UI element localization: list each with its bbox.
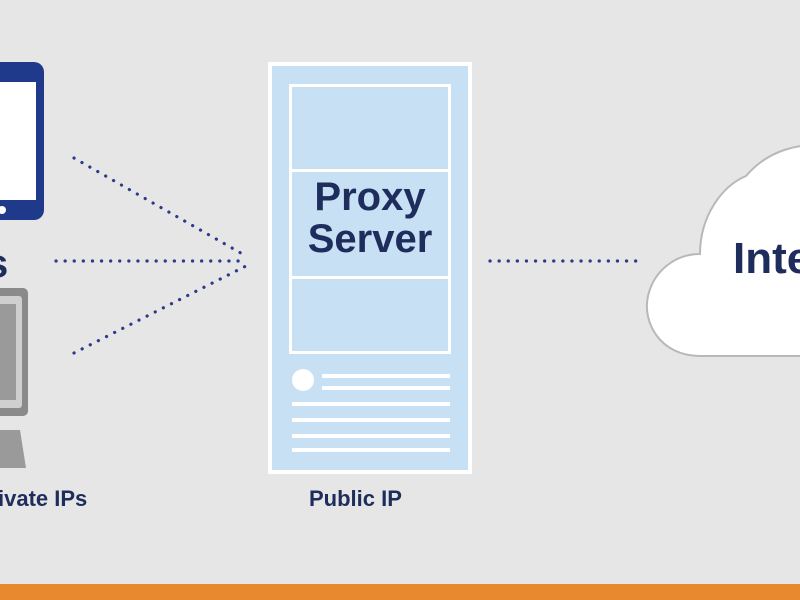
connector-phone-to-proxy [72,156,248,258]
proxy-server-title: Proxy Server [290,176,450,260]
proxy-title-line1: Proxy [314,175,426,219]
private-ips-caption: ivate IPs [0,486,88,511]
internet-label: Inte [733,234,800,283]
server-power-indicator [292,369,314,391]
public-ip-caption: Public IP [309,486,402,511]
client-connectors [54,156,248,355]
proxy-title-line2: Server [307,217,433,261]
devices-label-partial: s [0,242,8,287]
smartphone-icon [0,62,44,220]
cloud-icon [645,145,800,357]
accent-bar [0,584,800,600]
connector-computer-to-proxy [72,264,248,355]
desktop-computer-icon [0,288,28,468]
server-tower-icon [268,62,472,474]
